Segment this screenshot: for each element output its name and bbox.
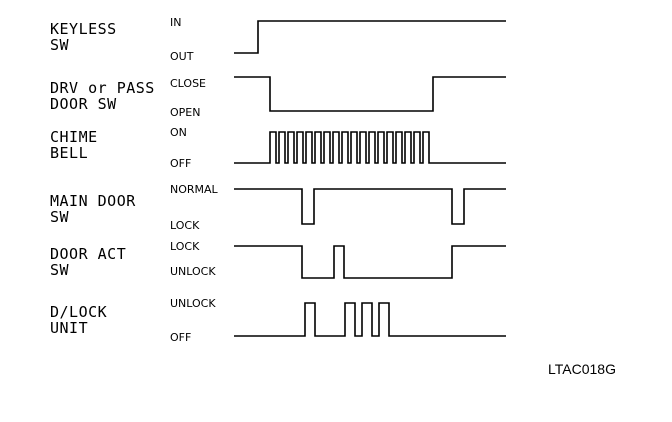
high-state-label: LOCK	[170, 240, 200, 253]
low-state-label: LOCK	[170, 219, 200, 232]
signal-name-line: MAIN DOOR	[50, 192, 136, 210]
high-state-label: UNLOCK	[170, 297, 216, 310]
signal-waveform	[234, 20, 506, 54]
signal-name-line: SW	[50, 261, 70, 279]
diagram-code: LTAC018G	[548, 361, 616, 377]
signal-waveform	[234, 131, 506, 164]
signal-waveform	[234, 302, 506, 337]
low-state-label: OPEN	[170, 106, 200, 119]
high-state-label: CLOSE	[170, 77, 206, 90]
signal-name-line: SW	[50, 36, 70, 54]
high-state-label: IN	[170, 16, 181, 29]
low-state-label: OUT	[170, 50, 194, 63]
signal-name-line: BELL	[50, 144, 88, 162]
signal-name-line: DOOR ACT	[50, 245, 126, 263]
signal-waveform	[234, 188, 506, 225]
low-state-label: OFF	[170, 157, 191, 170]
signal-name-line: CHIME	[50, 128, 98, 146]
signal-waveform	[234, 76, 506, 112]
signal-name-line: UNIT	[50, 319, 88, 337]
signal-name-line: D/LOCK	[50, 303, 107, 321]
signal-name-line: SW	[50, 208, 70, 226]
high-state-label: ON	[170, 126, 187, 139]
signal-name-line: DOOR SW	[50, 95, 117, 113]
signal-name-line: KEYLESS	[50, 20, 117, 38]
low-state-label: UNLOCK	[170, 265, 216, 278]
low-state-label: OFF	[170, 331, 191, 344]
high-state-label: NORMAL	[170, 183, 219, 196]
signal-name-line: DRV or PASS	[50, 79, 155, 97]
signal-waveform	[234, 245, 506, 279]
